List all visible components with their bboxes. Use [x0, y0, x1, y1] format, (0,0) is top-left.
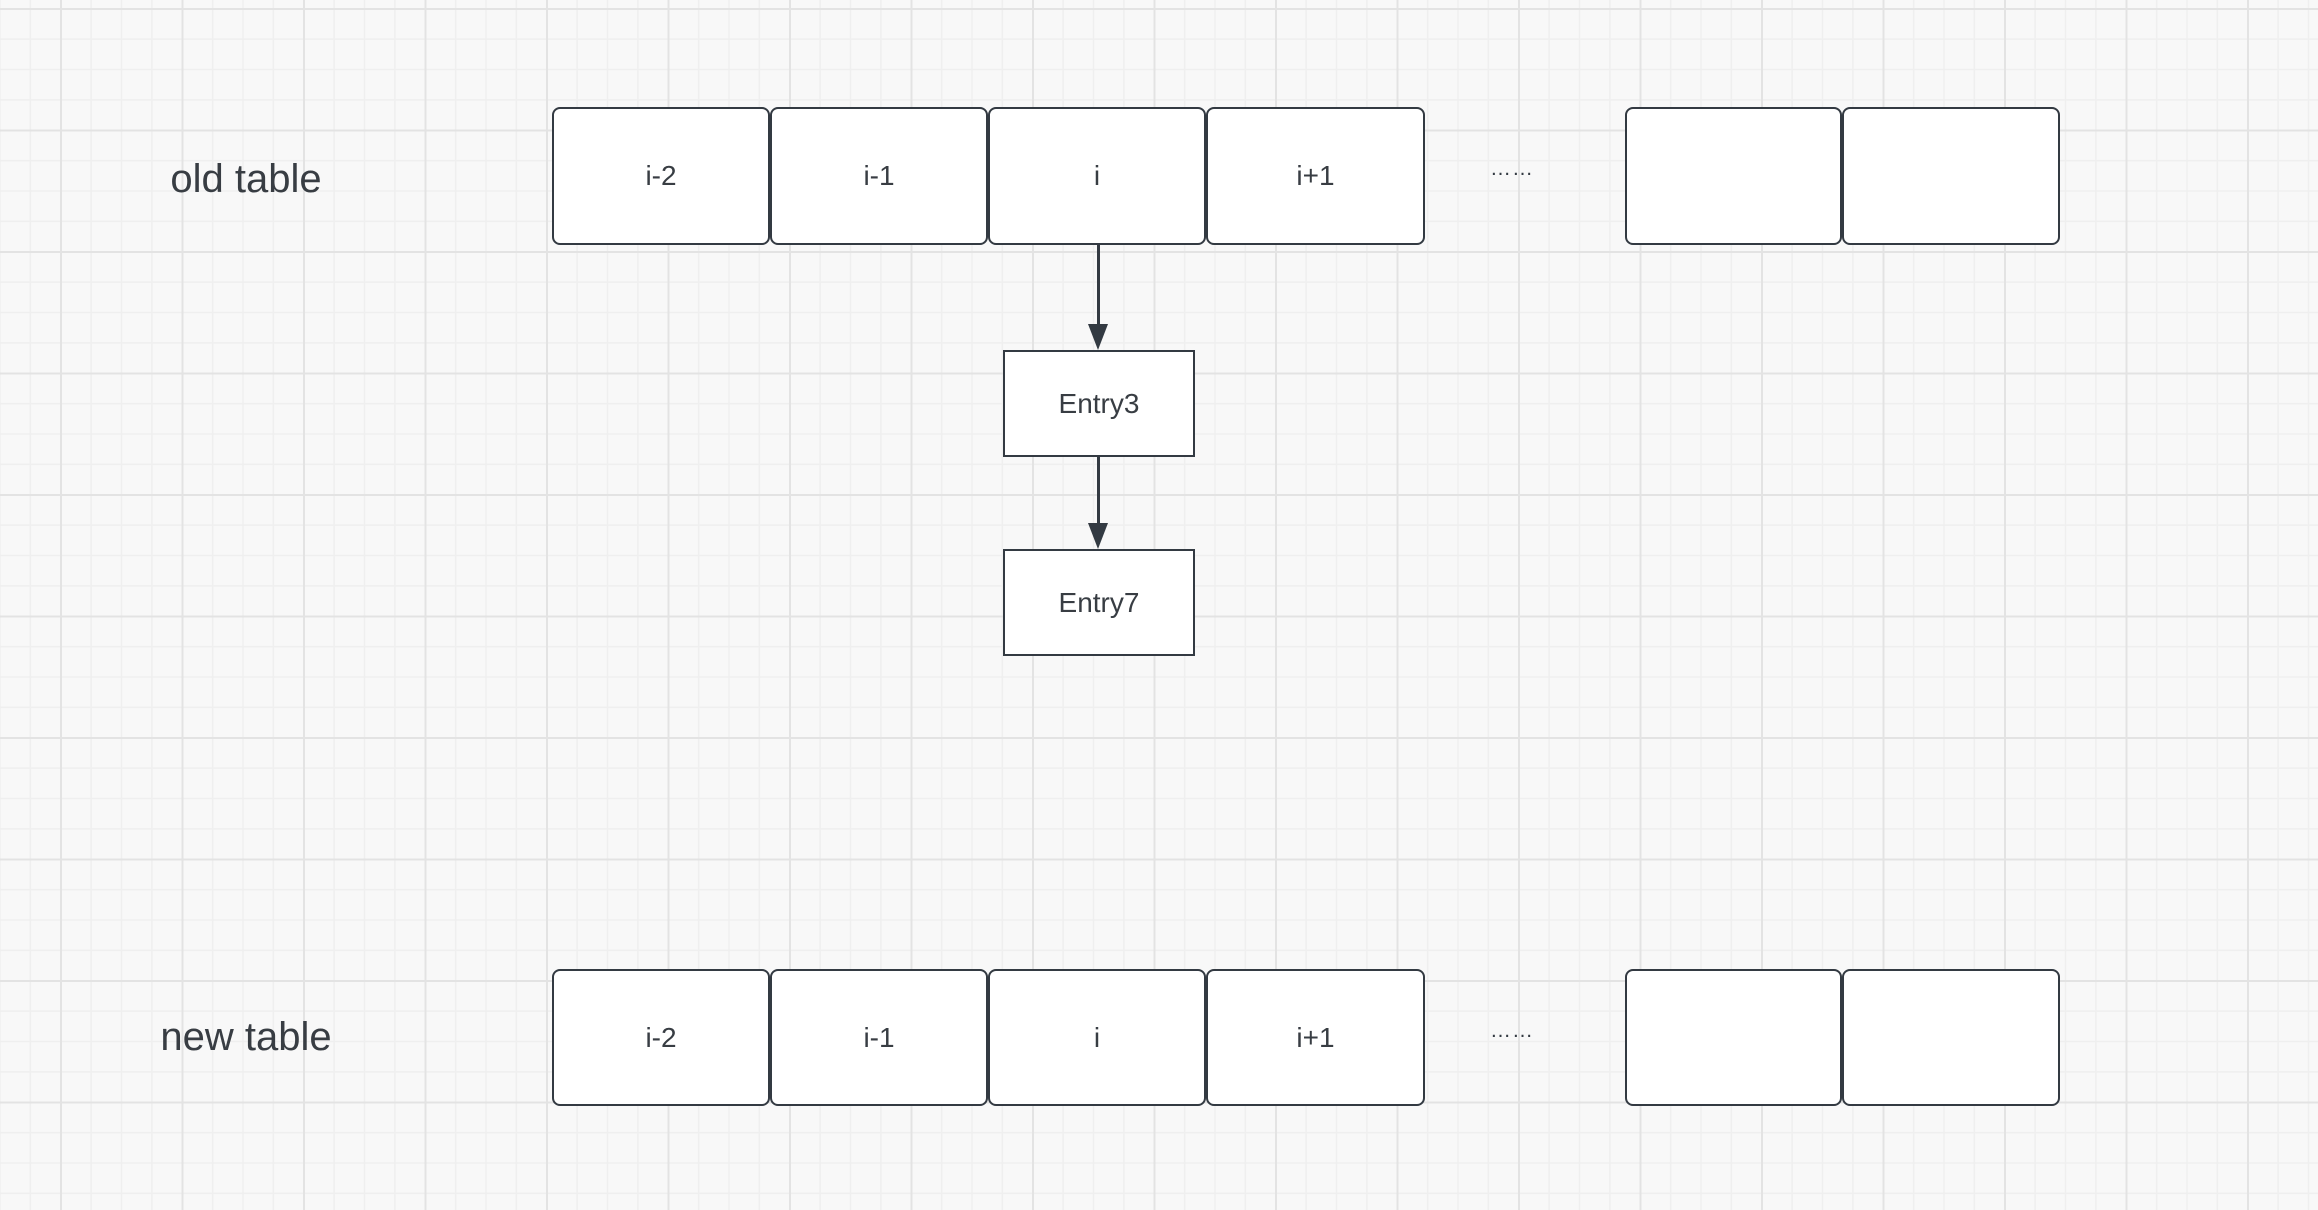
old-table-cell-i-1[interactable]: i-1 [770, 107, 988, 245]
new-table-cell-empty-1[interactable] [1625, 969, 1842, 1106]
old-table-cell-i[interactable]: i [988, 107, 1206, 245]
new-table-cell-i-plus-1[interactable]: i+1 [1206, 969, 1425, 1106]
new-table-cell-empty-2[interactable] [1842, 969, 2060, 1106]
new-table-label[interactable]: new table [160, 1015, 332, 1059]
old-table-cell-i-2[interactable]: i-2 [552, 107, 770, 245]
old-table-cell-empty-1[interactable] [1625, 107, 1842, 245]
old-table-label[interactable]: old table [170, 157, 322, 201]
arrow-head-down-icon [1088, 324, 1108, 350]
old-table-cell-i-plus-1[interactable]: i+1 [1206, 107, 1425, 245]
entry3-box[interactable]: Entry3 [1003, 350, 1195, 457]
entry7-box[interactable]: Entry7 [1003, 549, 1195, 656]
old-table-ellipsis[interactable]: …… [1490, 156, 1534, 180]
old-table-cell-empty-2[interactable] [1842, 107, 2060, 245]
arrow-shaft [1096, 244, 1100, 326]
new-table-cell-i-2[interactable]: i-2 [552, 969, 770, 1106]
new-table-cell-i-1[interactable]: i-1 [770, 969, 988, 1106]
new-table-cell-i[interactable]: i [988, 969, 1206, 1106]
arrow-shaft [1096, 455, 1100, 525]
new-table-ellipsis[interactable]: …… [1490, 1018, 1534, 1042]
arrow-head-down-icon [1088, 523, 1108, 549]
